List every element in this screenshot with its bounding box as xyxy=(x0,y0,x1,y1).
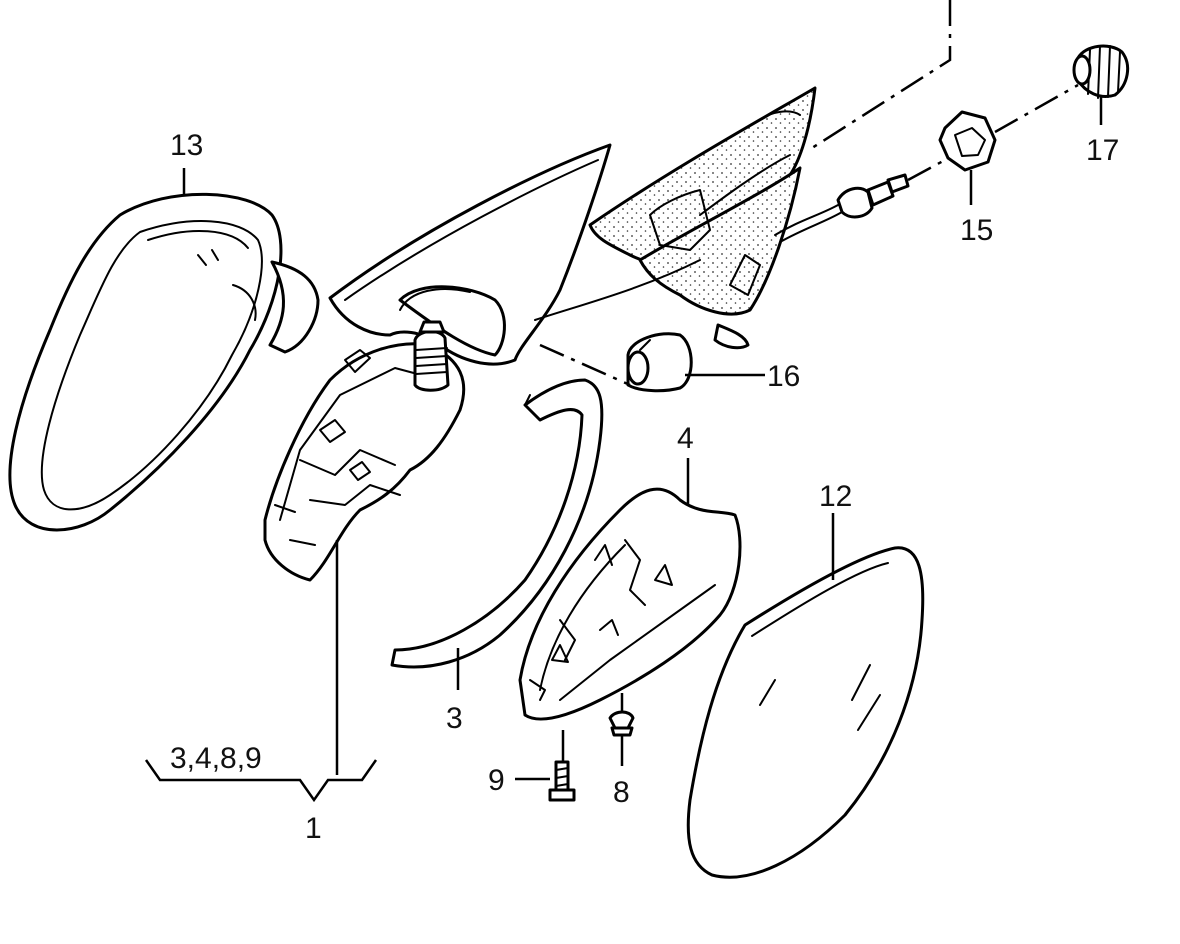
part-9-screw xyxy=(548,760,576,802)
part-1-mounting-frame xyxy=(263,320,466,582)
callout-4: 4 xyxy=(677,422,694,455)
callout-labels: 13 3 4 12 16 15 17 9 8 3,4,8,9 1 xyxy=(170,129,1119,845)
mirror-adjuster-motor xyxy=(534,86,817,350)
part-4-lower-housing xyxy=(518,487,742,721)
callout-8: 8 xyxy=(613,776,630,809)
callout-15: 15 xyxy=(960,214,993,247)
part-12-mirror-glass xyxy=(686,546,925,879)
leader-lines xyxy=(144,96,1103,803)
mirror-housing-cap xyxy=(8,192,320,532)
callout-16: 16 xyxy=(767,360,800,393)
callout-17: 17 xyxy=(1086,134,1119,167)
part-17-knob xyxy=(1072,44,1130,99)
callout-13: 13 xyxy=(170,129,203,162)
callout-12: 12 xyxy=(819,480,852,513)
part-16-bushing xyxy=(626,332,693,393)
part-8-clip xyxy=(608,710,635,737)
callout-group-list: 3,4,8,9 xyxy=(170,742,262,775)
part-3-trim-strip xyxy=(390,378,604,669)
callout-3: 3 xyxy=(446,702,463,735)
part-15-nut xyxy=(938,110,997,172)
dash-dot-lines xyxy=(539,0,1079,387)
callout-9: 9 xyxy=(488,764,505,797)
mirror-base-plate xyxy=(328,143,612,366)
callout-1: 1 xyxy=(305,812,322,845)
motor-cable xyxy=(774,173,910,243)
